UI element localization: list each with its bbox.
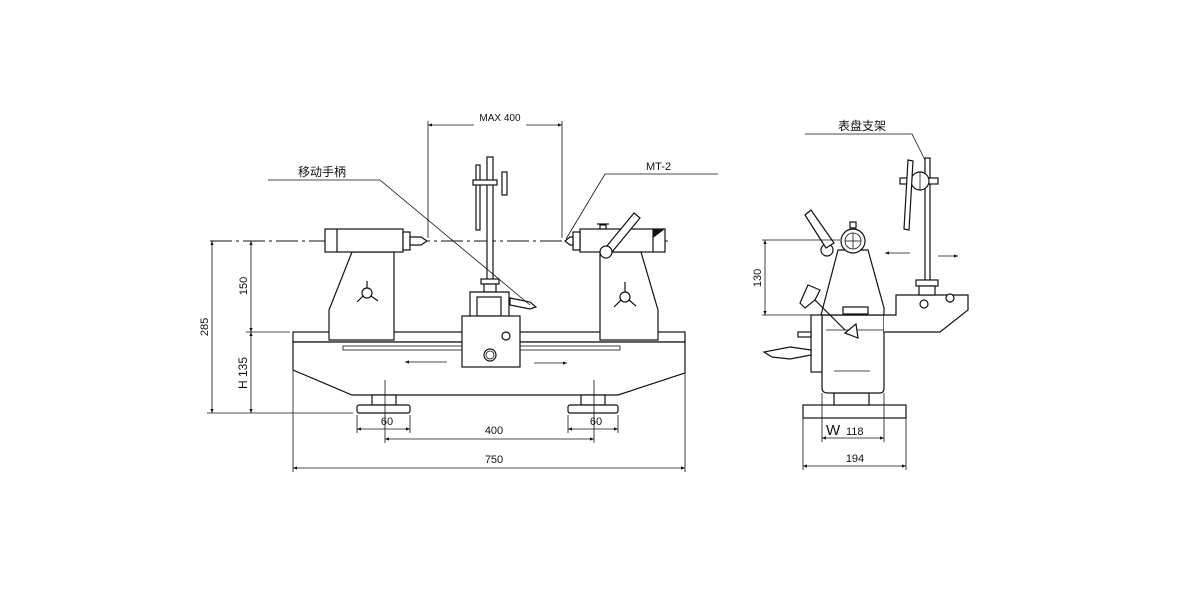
dial-stand-side bbox=[899, 157, 939, 296]
label-moving-handle: 移动手柄 bbox=[298, 165, 346, 179]
dim-feet: 60 60 400 bbox=[356, 380, 619, 443]
svg-text:118: 118 bbox=[846, 426, 864, 438]
dim-height: 285 150 H 135 bbox=[199, 241, 353, 414]
svg-text:W: W bbox=[826, 422, 841, 439]
dim-length: 750 bbox=[292, 370, 686, 472]
dim-max-400: MAX 400 bbox=[427, 113, 563, 238]
handwheel-handle-icon[interactable] bbox=[762, 346, 812, 360]
front-view: 移动手柄 MT-2 MAX 400 285 150 H 135 bbox=[199, 113, 718, 472]
clamp-knob-icon[interactable] bbox=[356, 281, 379, 303]
left-headstock bbox=[324, 228, 429, 341]
leader-moving-handle: 移动手柄 bbox=[268, 165, 531, 306]
dim-side-194: 194 bbox=[802, 418, 907, 470]
svg-text:194: 194 bbox=[846, 453, 864, 465]
leader-mt2: MT-2 bbox=[565, 161, 718, 240]
label-mt2: MT-2 bbox=[646, 161, 671, 173]
svg-text:H 135: H 135 bbox=[236, 357, 250, 389]
base-plate bbox=[802, 404, 907, 419]
dim-side-width: W 118 bbox=[821, 393, 885, 442]
svg-text:60: 60 bbox=[381, 416, 393, 428]
dial-stand bbox=[469, 156, 538, 317]
svg-text:150: 150 bbox=[238, 277, 250, 295]
leader-dial-stand: 表盘支架 bbox=[805, 118, 926, 161]
clamp-lever-icon[interactable] bbox=[799, 284, 821, 309]
lever-handle-icon[interactable] bbox=[804, 209, 835, 249]
svg-text:750: 750 bbox=[485, 454, 503, 466]
right-tailstock bbox=[564, 212, 666, 341]
svg-text:MAX 400: MAX 400 bbox=[479, 113, 521, 124]
svg-text:400: 400 bbox=[485, 425, 503, 437]
foot-right bbox=[567, 394, 619, 414]
carriage[interactable] bbox=[461, 315, 521, 368]
foot-left bbox=[356, 394, 411, 414]
center-gauge bbox=[804, 209, 866, 257]
clamp-knob-icon[interactable] bbox=[613, 282, 637, 308]
dim-side-130: 130 bbox=[752, 239, 840, 316]
label-dial-stand: 表盘支架 bbox=[838, 118, 886, 133]
lever-handle-icon[interactable] bbox=[599, 212, 641, 259]
svg-text:285: 285 bbox=[199, 318, 211, 336]
side-body bbox=[762, 249, 969, 394]
svg-text:60: 60 bbox=[590, 416, 602, 428]
side-view: 表盘支架 bbox=[752, 118, 969, 470]
svg-text:130: 130 bbox=[752, 269, 764, 287]
